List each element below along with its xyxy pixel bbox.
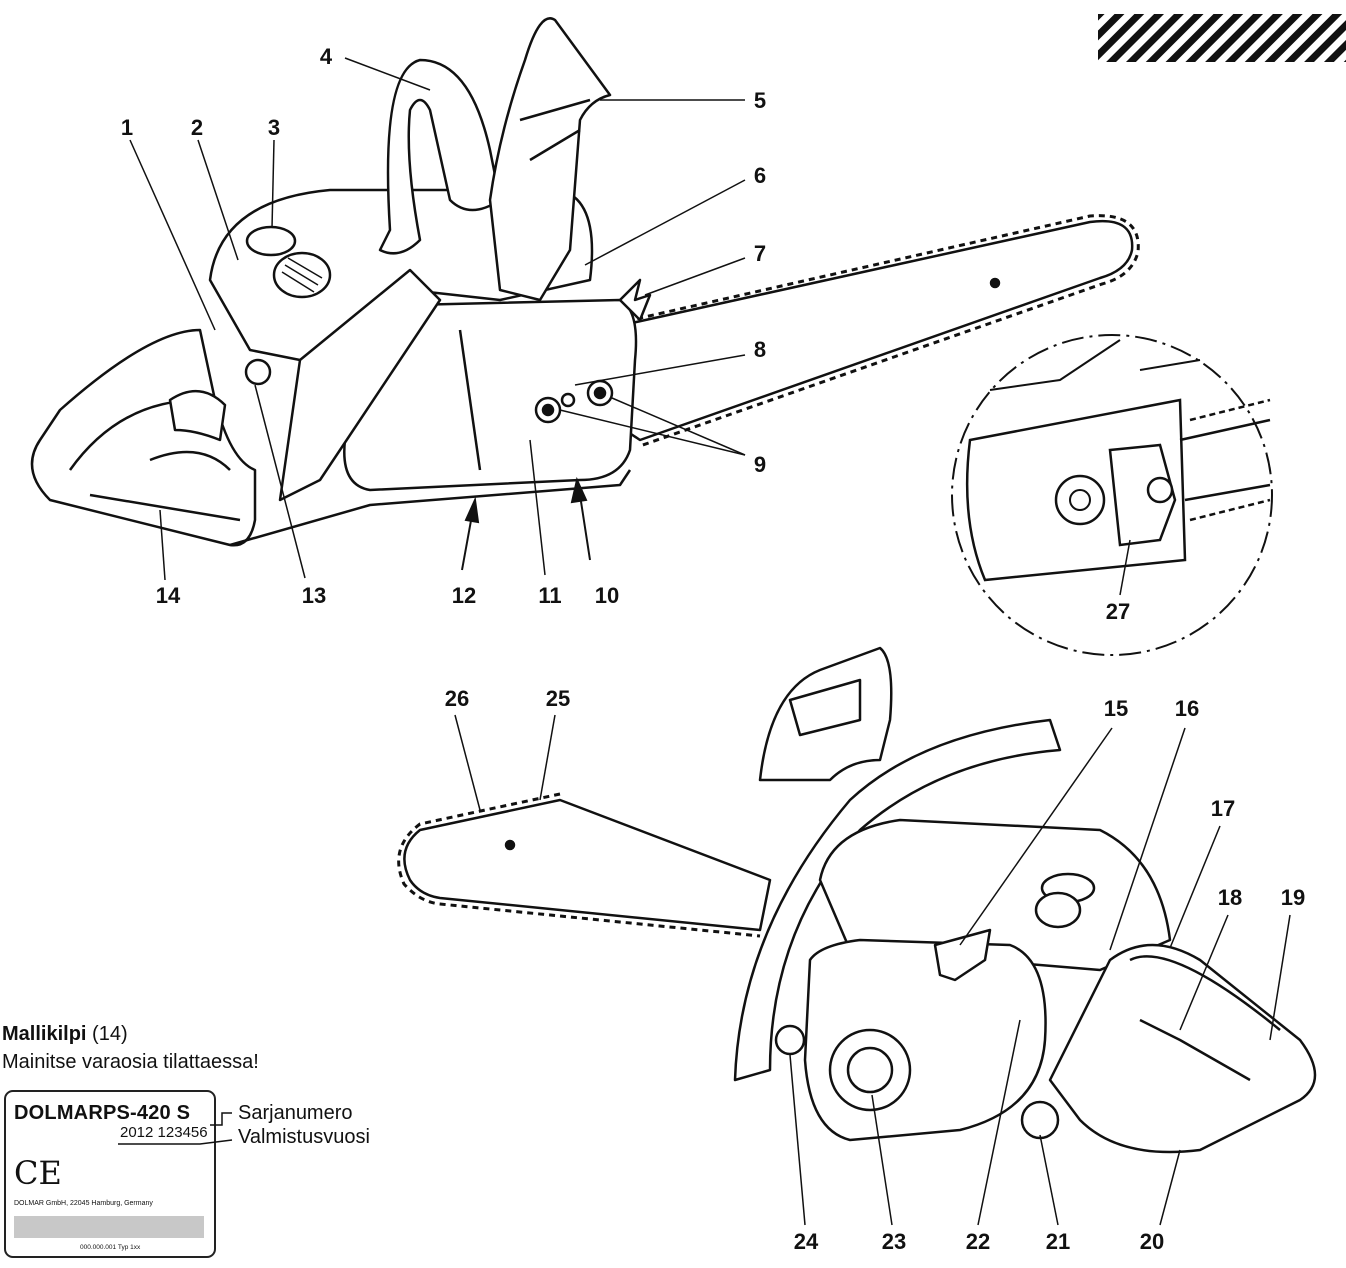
hand-guard (488, 17, 612, 302)
detail-inset (951, 334, 1273, 656)
rear-handle (30, 328, 257, 547)
plate-serial: 2012 123456 (120, 1124, 208, 1141)
part-label-18: 18 (1217, 885, 1243, 910)
front-handle (378, 58, 502, 255)
part-label-19: 19 (1280, 885, 1306, 910)
part-label-12: 12 (451, 583, 477, 608)
part-label-9: 9 (753, 452, 767, 477)
part-label-6: 6 (753, 163, 767, 188)
part-label-8: 8 (753, 337, 767, 362)
guide-bar-bottom (403, 798, 772, 932)
part-label-3: 3 (267, 115, 281, 140)
part-label-27: 27 (1105, 599, 1131, 624)
serial-number-label: Sarjanumero (238, 1102, 353, 1124)
plate-address: DOLMAR GmbH, 22045 Hamburg, Germany (14, 1200, 153, 1207)
chainsaw-bottom (397, 646, 1317, 1154)
rating-plate: DOLMARPS-420 S 2012 123456 CE DOLMAR Gmb… (4, 1090, 216, 1258)
caption-title: Mallikilpi (2, 1023, 87, 1045)
decompression-valve (1020, 1100, 1060, 1140)
chainsaw-top (30, 17, 1140, 547)
caption-line2: Mainitse varaosia tilattaessa! (2, 1051, 259, 1073)
part-label-10: 10 (594, 583, 620, 608)
plate-code: 000.000.001 Typ 1xx (80, 1244, 141, 1251)
part-label-20: 20 (1139, 1229, 1165, 1254)
part-label-2: 2 (190, 115, 204, 140)
ce-mark: CE (14, 1154, 62, 1192)
rear-handle-bottom (1048, 943, 1317, 1154)
leader-lines-top (129, 57, 746, 581)
saw-chain-top (604, 214, 1140, 448)
part-label-22: 22 (965, 1229, 991, 1254)
saw-chain-bottom (397, 792, 761, 938)
chain-oil-screw (774, 1024, 806, 1056)
plate-barcode-field (14, 1216, 204, 1238)
part-label-16: 16 (1174, 696, 1200, 721)
part-label-24: 24 (793, 1229, 819, 1254)
part-label-7: 7 (753, 241, 767, 266)
plate-caption: Mallikilpi (14) (2, 1022, 128, 1046)
year-label: Valmistusvuosi (238, 1126, 370, 1148)
part-label-21: 21 (1045, 1229, 1071, 1254)
part-label-1: 1 (120, 115, 134, 140)
part-label-15: 15 (1103, 696, 1129, 721)
part-label-14: 14 (155, 583, 181, 608)
starter-cover (803, 938, 1047, 1142)
plate-brand: DOLMARPS-420 S (14, 1102, 191, 1124)
part-label-13: 13 (301, 583, 327, 608)
choke-knob (244, 358, 272, 386)
part-label-17: 17 (1210, 796, 1236, 821)
section-marker (1098, 14, 1346, 62)
part-label-23: 23 (881, 1229, 907, 1254)
guide-bar-top (598, 219, 1134, 442)
bar-nut-wrench (1108, 443, 1177, 547)
tank-cap (245, 225, 297, 257)
part-label-5: 5 (753, 88, 767, 113)
hand-guard-bottom (758, 646, 893, 782)
starter-grip (933, 928, 992, 982)
bumper-spike (618, 278, 652, 322)
part-label-25: 25 (545, 686, 571, 711)
leader-lines-bottom (454, 714, 1291, 1226)
part-label-4: 4 (319, 44, 333, 69)
part-label-26: 26 (444, 686, 470, 711)
caption-ref: (14) (92, 1023, 128, 1045)
front-handle-bottom (733, 718, 1062, 1082)
part-label-11: 11 (538, 583, 562, 608)
